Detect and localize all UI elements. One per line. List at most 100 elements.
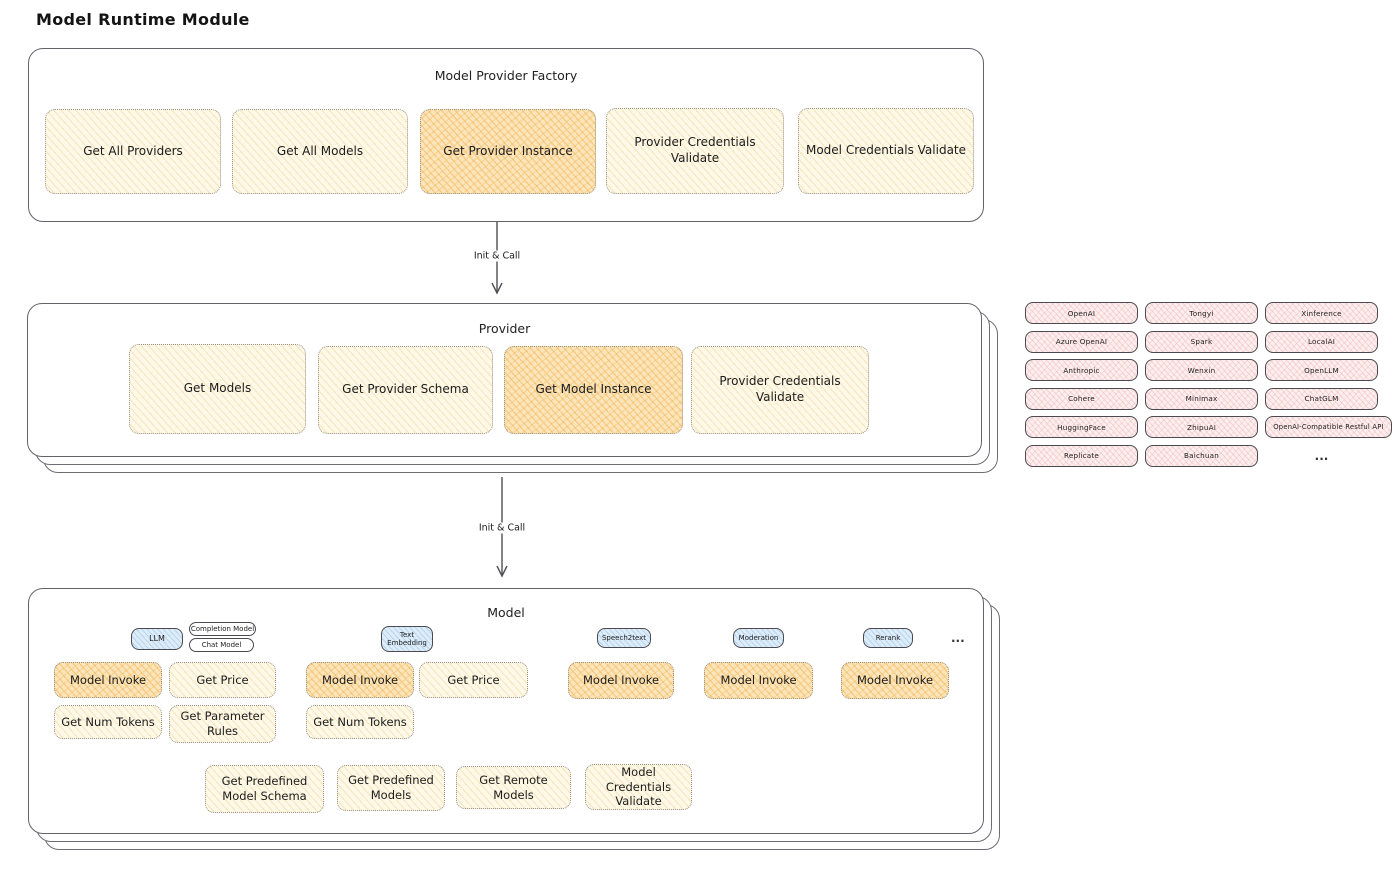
model-groups-ellipsis: ... [951, 631, 965, 645]
box-get-all-providers: Get All Providers [45, 109, 221, 194]
box-provider-credentials-validate-2: Provider Credentials Validate [691, 346, 869, 434]
chip-label: HuggingFace [1057, 422, 1106, 432]
provider-chip: HuggingFace [1025, 416, 1138, 438]
box-get-price-llm: Get Price [169, 662, 276, 698]
provider-chip: Replicate [1025, 444, 1138, 467]
box-get-all-models: Get All Models [232, 109, 408, 194]
provider-chip: Anthropic [1025, 359, 1138, 381]
tag-moderation: Moderation [733, 628, 784, 648]
chip-label: Baichuan [1184, 451, 1219, 460]
tag-llm: LLM [131, 628, 183, 650]
provider-chip: OpenLLM [1265, 359, 1378, 381]
chip-label: Minimax [1185, 394, 1218, 403]
chip-label: OpenAI-Compatible Restful API [1273, 423, 1384, 431]
box-label: Get Remote Models [479, 772, 548, 802]
box-model-credentials-validate-2: Model Credentials Validate [585, 764, 692, 810]
box-get-predefined-models: Get Predefined Models [337, 765, 445, 811]
chip-label: Spark [1190, 337, 1213, 346]
arrow-label: Init & Call [469, 250, 525, 262]
box-model-invoke-rerank: Model Invoke [841, 662, 949, 699]
box-label: Model Invoke [582, 673, 660, 688]
box-get-num-tokens-llm: Get Num Tokens [54, 705, 162, 739]
box-label: Get All Providers [83, 143, 183, 158]
tag-text-embedding: Text Embedding [381, 626, 433, 652]
box-model-credentials-validate: Model Credentials Validate [798, 108, 974, 194]
tag-completion-model: Completion Model [189, 622, 256, 636]
chip-label: ZhipuAI [1186, 422, 1217, 432]
provider-chip: OpenAI [1025, 302, 1138, 324]
provider-chip: LocalAI [1265, 330, 1378, 353]
provider-chip: Xinference [1265, 302, 1378, 324]
box-get-parameter-rules: Get Parameter Rules [169, 705, 276, 743]
box-get-predefined-model-schema: Get Predefined Model Schema [205, 765, 324, 813]
chip-label: Tongyi [1189, 308, 1214, 318]
box-get-model-instance: Get Model Instance [504, 346, 683, 434]
box-label: Get Provider Schema [342, 382, 469, 397]
tag-rerank: Rerank [863, 628, 913, 648]
chip-label: OpenLLM [1304, 365, 1339, 375]
box-label: Get Model Instance [535, 382, 652, 397]
factory-title: Model Provider Factory [434, 68, 578, 83]
box-label: Model Invoke [69, 672, 147, 687]
provider-chip: Wenxin [1145, 359, 1258, 381]
chip-label: Cohere [1068, 394, 1095, 403]
chip-label: Azure OpenAI [1055, 337, 1108, 346]
chip-label: LocalAI [1307, 337, 1336, 346]
box-get-provider-instance: Get Provider Instance [420, 109, 596, 194]
provider-chip: ChatGLM [1265, 387, 1378, 410]
box-label: Get Predefined Models [348, 773, 434, 802]
chip-label: ChatGLM [1304, 394, 1339, 403]
diagram-title: Model Runtime Module [36, 10, 250, 29]
provider-chip: Cohere [1025, 387, 1138, 410]
box-label: Get Parameter Rules [180, 709, 265, 738]
box-label: Provider Credentials Validate [634, 135, 756, 165]
arrow-label: Init & Call [474, 522, 530, 534]
box-label: Model Invoke [856, 673, 934, 688]
provider-title: Provider [478, 321, 531, 336]
box-provider-credentials-validate: Provider Credentials Validate [606, 108, 784, 194]
box-model-invoke-speech2text: Model Invoke [568, 662, 674, 699]
provider-chip: Baichuan [1145, 444, 1258, 467]
model-card: Model LLM Completion Model Chat Model Mo… [28, 588, 984, 834]
box-model-invoke-text-embedding: Model Invoke [306, 662, 414, 698]
init-call-arrow-2: Init & Call [474, 477, 530, 578]
box-label: Get Price [196, 672, 249, 687]
box-model-invoke-llm: Model Invoke [54, 662, 162, 698]
chip-label: Wenxin [1187, 365, 1216, 375]
box-get-provider-schema: Get Provider Schema [318, 346, 493, 434]
provider-chip: OpenAI-Compatible Restful API [1265, 416, 1392, 438]
box-get-num-tokens-text-embedding: Get Num Tokens [306, 705, 414, 739]
box-get-models: Get Models [129, 344, 306, 434]
box-label: Get Num Tokens [313, 714, 407, 729]
provider-chip: Tongyi [1145, 302, 1258, 324]
init-call-arrow-1: Init & Call [469, 222, 525, 295]
provider-card: Provider Get Models Get Provider Schema … [27, 303, 982, 457]
box-get-price-text-embedding: Get Price [419, 662, 528, 698]
model-title: Model [487, 605, 525, 620]
box-get-remote-models: Get Remote Models [456, 766, 571, 809]
tag-speech2text: Speech2text [597, 628, 651, 648]
chip-label: OpenAI [1067, 308, 1096, 318]
chip-label: Xinference [1301, 308, 1342, 318]
box-label: Model Invoke [321, 672, 399, 687]
provider-list-ellipsis: ... [1314, 448, 1329, 463]
chip-label: Anthropic [1063, 365, 1100, 375]
box-label: Model Invoke [720, 673, 797, 688]
provider-chip: ZhipuAI [1145, 416, 1258, 438]
provider-list: OpenAI Tongyi Xinference Azure OpenAI Sp… [1025, 302, 1392, 467]
box-label: Get Price [447, 672, 500, 687]
box-model-invoke-moderation: Model Invoke [704, 662, 813, 699]
box-label: Get Provider Instance [443, 143, 573, 158]
provider-chip: Spark [1145, 330, 1258, 353]
provider-chip: Minimax [1145, 387, 1258, 410]
model-provider-factory-card: Model Provider Factory Get All Providers… [28, 48, 984, 222]
box-label: Model Credentials Validate [605, 764, 672, 809]
tag-chat-model: Chat Model [189, 638, 254, 652]
provider-chip: Azure OpenAI [1025, 330, 1138, 353]
box-label: Get Num Tokens [61, 714, 155, 729]
box-label: Get All Models [276, 143, 364, 158]
box-label: Provider Credentials Validate [719, 374, 841, 404]
box-label: Get Models [183, 381, 252, 396]
box-label: Model Credentials Validate [805, 143, 967, 158]
